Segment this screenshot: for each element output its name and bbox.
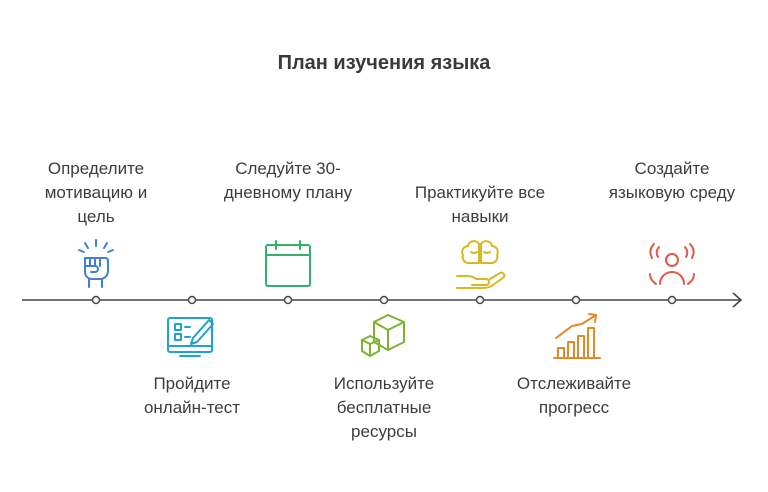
brain-hand-icon (456, 240, 506, 289)
timeline-dot-4 (379, 295, 389, 305)
person-surrounded-icon (649, 243, 695, 285)
step-label-4: Используйте бесплатные ресурсы (333, 374, 435, 441)
timeline-dot-3 (283, 295, 293, 305)
timeline-dot-2 (187, 295, 197, 305)
timeline-dot-6 (571, 295, 581, 305)
diagram-title: План изучения языка (277, 52, 491, 74)
growth-chart-icon (553, 313, 601, 359)
timeline-dot-1 (91, 295, 101, 305)
timeline-dot-5 (475, 295, 485, 305)
calendar-icon (265, 240, 311, 287)
step-label-7: Создайте языковую среду (608, 159, 736, 202)
computer-test-icon (167, 317, 214, 357)
timeline-dots (91, 295, 677, 305)
step-label-3: Следуйте 30-дневному плану (223, 159, 353, 202)
boxes-icon (361, 314, 405, 357)
step-label-5: Практикуйте все навыки (414, 183, 546, 226)
step-label-1: Определите мотивацию и цель (44, 159, 148, 226)
step-label-6: Отслеживайте прогресс (516, 374, 632, 417)
step-label-2: Пройдите онлайн-тест (143, 374, 241, 417)
timeline-dot-7 (667, 295, 677, 305)
raised-fist-icon (78, 239, 114, 288)
